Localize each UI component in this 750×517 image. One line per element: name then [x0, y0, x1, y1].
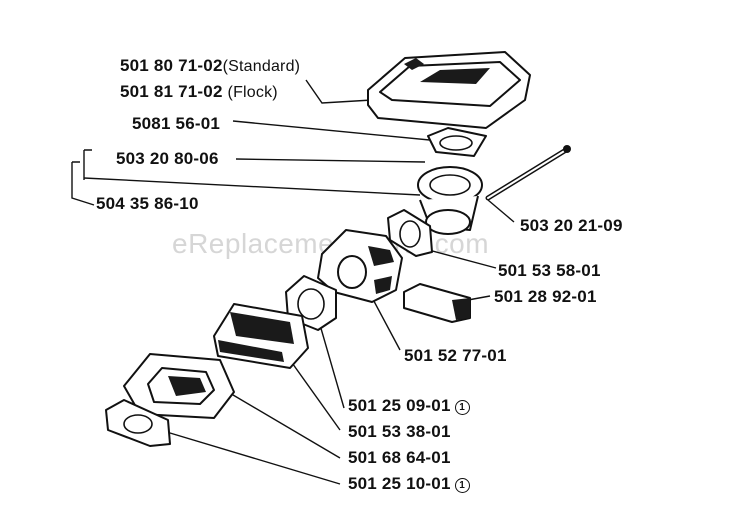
label-carburetor: 501 52 77-01	[404, 346, 507, 365]
label-spacer: 501 53 38-01	[348, 422, 451, 441]
leader-lines	[71, 79, 515, 485]
leader-gasket-b	[159, 429, 341, 485]
carburetor-part	[317, 229, 403, 303]
label-filter-element: 501 28 92-01	[494, 287, 597, 306]
leader-air-filter	[305, 79, 373, 104]
part-note: (Standard)	[222, 58, 301, 75]
label-air-filter-standard: 501 80 71-02(Standard)	[120, 56, 300, 77]
label-air-filter-flock: 501 81 71-02 (Flock)	[120, 82, 278, 103]
part-note: (Flock)	[227, 84, 278, 101]
spacer-part	[213, 303, 309, 369]
filter-element-part	[403, 283, 471, 323]
leader-spacer	[289, 359, 341, 431]
part-number: 501 81 71-02	[120, 82, 223, 101]
part-number: 501 25 09-01	[348, 396, 451, 415]
leader-flange	[227, 391, 341, 459]
footnote-mark: 1	[454, 400, 470, 415]
rod-part	[485, 145, 571, 201]
label-intake-a: 503 20 80-06	[116, 149, 219, 168]
label-flange: 501 68 64-01	[348, 448, 451, 467]
footnote-mark: 1	[454, 478, 470, 493]
air-filter-cover	[367, 51, 531, 129]
label-intake-group: 504 35 86-10	[96, 194, 199, 213]
part-number: 501 80 71-02	[120, 56, 223, 75]
leader-rod	[487, 199, 515, 223]
label-rod: 503 20 21-09	[520, 216, 623, 235]
leader-gasket-a	[317, 317, 345, 409]
leader-intake-group	[83, 177, 421, 196]
label-gasket-top: 5081 56-01	[132, 114, 221, 133]
leader-filter-element	[467, 295, 491, 301]
top-gasket-part	[427, 127, 487, 157]
part-number: 501 25 10-01	[348, 474, 451, 493]
leader-gasket-top	[232, 120, 441, 142]
gasket-b-part	[105, 399, 171, 447]
leader-bracket	[83, 149, 92, 180]
leader-intake-a	[235, 158, 426, 163]
intake-manifold-part	[417, 166, 483, 235]
flange-part	[123, 353, 235, 419]
label-carb-gasket: 501 53 58-01	[498, 261, 601, 280]
leader-bracket-outer	[71, 161, 95, 206]
